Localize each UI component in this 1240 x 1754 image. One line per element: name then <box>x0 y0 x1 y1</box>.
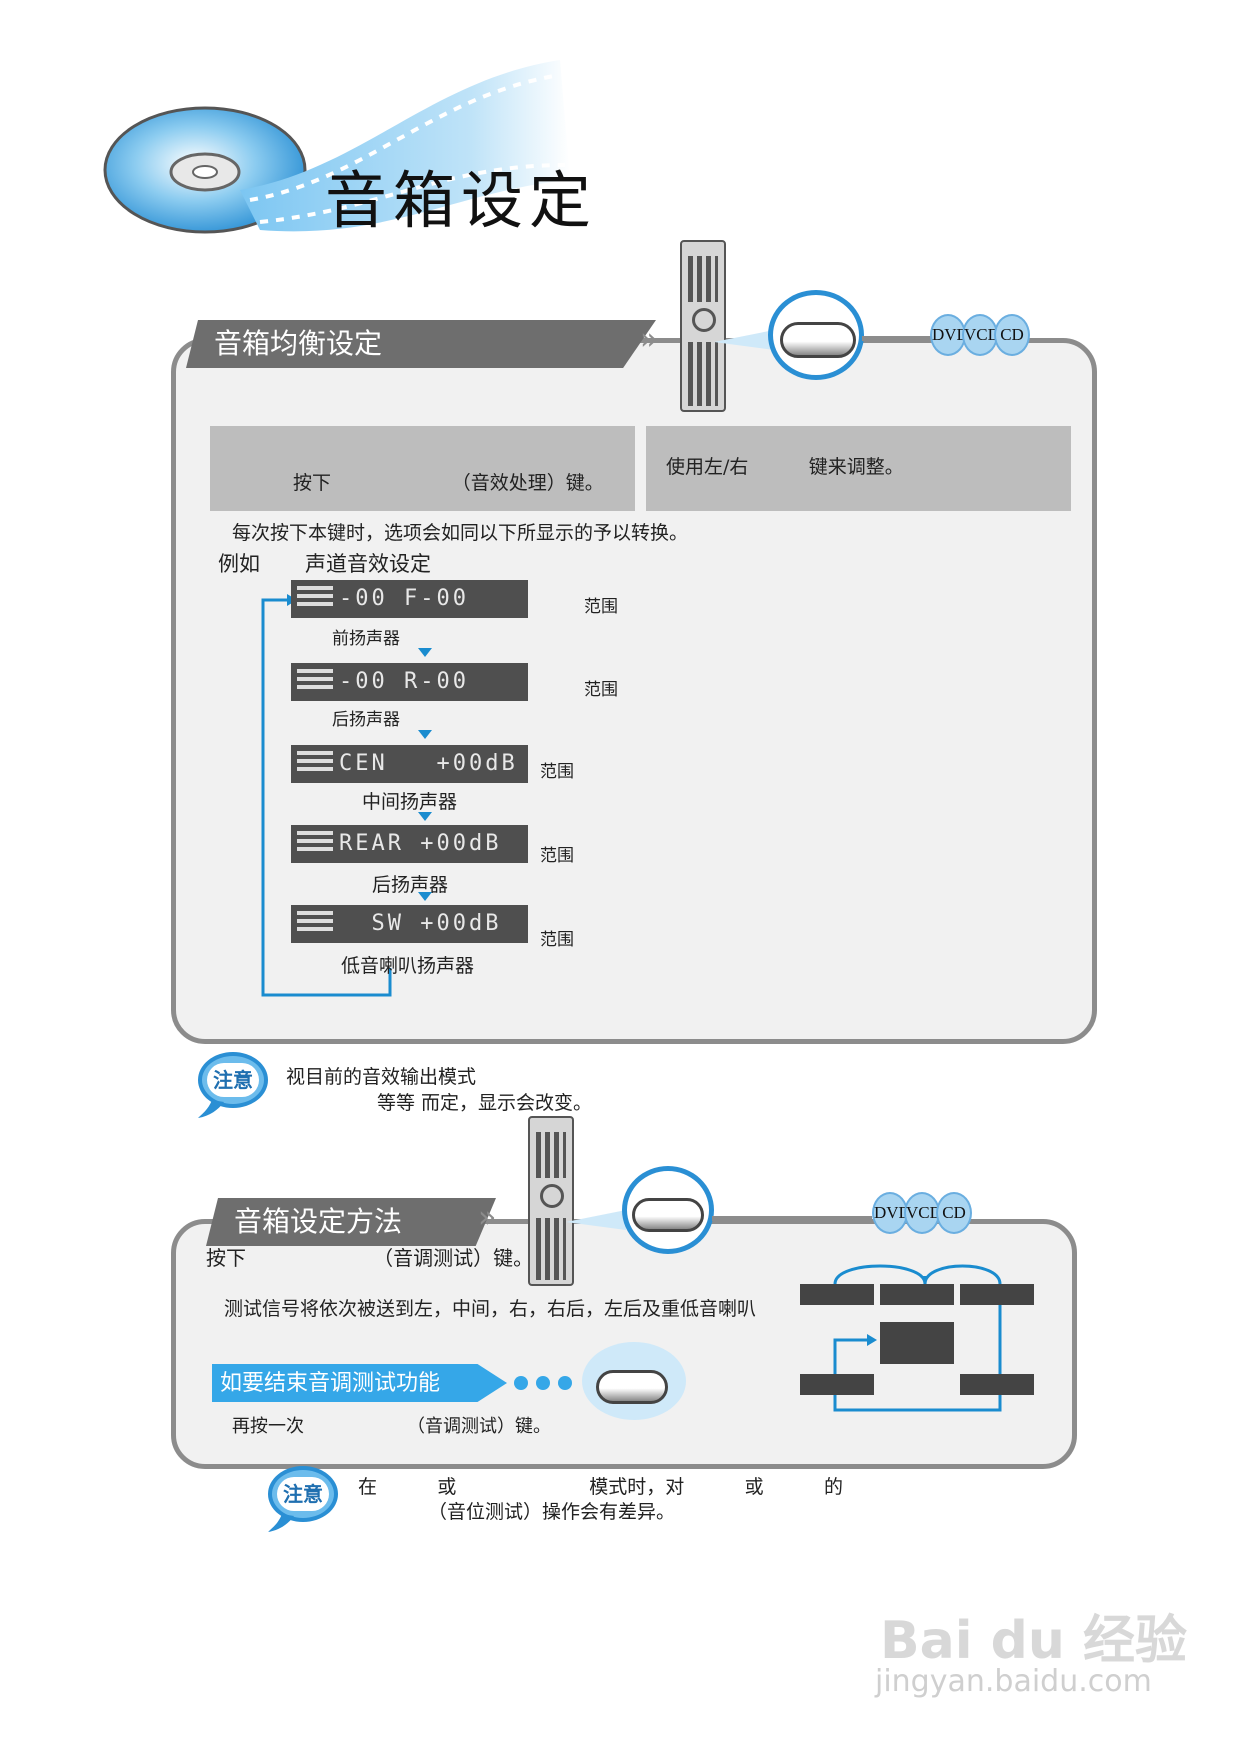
example-label: 例如 <box>218 552 260 576</box>
section-tab-speaker-setup: 音箱设定方法 <box>206 1198 496 1246</box>
badge-connector <box>712 1216 872 1221</box>
disc-illustration <box>103 60 570 234</box>
caption-front: 前扬声器 <box>332 629 400 649</box>
press-test-tone-text: 按下 （音调测试）键。 <box>206 1246 534 1270</box>
disc-badge-dvd: DVD <box>872 1192 911 1234</box>
range-label-center: 范围 <box>540 762 574 782</box>
remote-control-icon <box>680 240 726 412</box>
watermark-logo: Bai du 经验 <box>880 1611 1187 1671</box>
zoom-pointer <box>714 330 774 350</box>
speaker-rear-left <box>800 1374 874 1395</box>
press-again-text: 再按一次 （音调测试）键。 <box>232 1416 551 1437</box>
lcd-display-subwoofer: SW +00dB <box>291 905 528 943</box>
note-1-line-2: 等等 而定，显示会改变。 <box>377 1092 593 1114</box>
lcd-display-rear-level: REAR +00dB <box>291 825 528 863</box>
example-title: 声道音效设定 <box>305 552 431 576</box>
caption-center: 中间扬声器 <box>362 791 458 813</box>
speaker-rear-right <box>960 1374 1034 1395</box>
zoom-pointer <box>566 1210 626 1230</box>
dot-icon <box>536 1376 550 1390</box>
range-label-front: 范围 <box>584 597 618 617</box>
signal-order-text: 测试信号将依次被送到左，中间，右，右后，左后及重低音喇叭 <box>224 1298 757 1320</box>
lcd-display-center: CEN +00dB <box>291 745 528 783</box>
page-title: 音箱设定 <box>325 164 598 237</box>
note-badge: 注意 <box>268 1466 338 1522</box>
note-1-line-1: 视目前的音效输出模式 <box>286 1066 477 1088</box>
chevron-right-icon: » <box>478 1200 497 1235</box>
range-label-subwoofer: 范围 <box>540 930 574 950</box>
note-2-line-2: （音位测试）操作会有差异。 <box>428 1501 676 1523</box>
note-badge: 注意 <box>198 1052 268 1108</box>
test-tone-key-icon <box>632 1198 704 1232</box>
arrow-down-icon <box>418 648 432 657</box>
test-tone-key-icon <box>596 1370 668 1404</box>
note-bubble-tail <box>198 1100 224 1118</box>
dot-icon <box>558 1376 572 1390</box>
section-tab-speaker-balance: 音箱均衡设定 <box>186 320 656 368</box>
disc-badge-cd: CD <box>994 314 1030 356</box>
watermark-url: jingyan.baidu.com <box>875 1664 1152 1699</box>
speaker-front-left <box>800 1284 874 1305</box>
arrow-down-icon <box>418 730 432 739</box>
caption-subwoofer: 低音喇叭扬声器 <box>341 955 475 977</box>
chevron-right-icon: » <box>640 322 659 357</box>
dot-icon <box>514 1376 528 1390</box>
arrow-down-icon <box>418 812 432 821</box>
speaker-subwoofer <box>880 1322 954 1364</box>
lcd-display-front: -00 F-00 <box>291 580 528 618</box>
step-1-text: 按下 （音效处理）键。 <box>293 472 604 494</box>
arrow-down-icon <box>418 892 432 901</box>
disc-badge-dvd: DVD <box>930 314 969 356</box>
caption-rear-level: 后扬声器 <box>372 874 449 896</box>
remote-control-icon <box>528 1116 574 1286</box>
disc-badge-cd: CD <box>936 1192 972 1234</box>
step-2-box <box>646 426 1071 511</box>
disc-badge-vcd: VCD <box>904 1192 942 1234</box>
disc-badge-vcd: VCD <box>962 314 1000 356</box>
step-2-text: 使用左/右 键来调整。 <box>666 456 904 478</box>
lcd-display-rear: -00 R-00 <box>291 663 528 701</box>
cycle-note: 每次按下本键时，选项会如同以下所显示的予以转换。 <box>232 522 689 544</box>
badge-connector <box>862 336 932 341</box>
end-test-banner: 如要结束音调测试功能 <box>212 1364 507 1402</box>
step-1-box <box>210 426 635 511</box>
note-2-line-1: 在 或 模式时，对 或 的 <box>358 1476 844 1498</box>
note-bubble-tail <box>268 1514 294 1532</box>
range-label-rear: 范围 <box>584 680 618 700</box>
speaker-front-right <box>960 1284 1034 1305</box>
speaker-center <box>880 1284 954 1305</box>
range-label-rear-level: 范围 <box>540 846 574 866</box>
speaker-layout-diagram <box>833 1264 1002 1412</box>
caption-rear: 后扬声器 <box>332 710 400 730</box>
sound-mode-key-icon <box>780 322 856 358</box>
